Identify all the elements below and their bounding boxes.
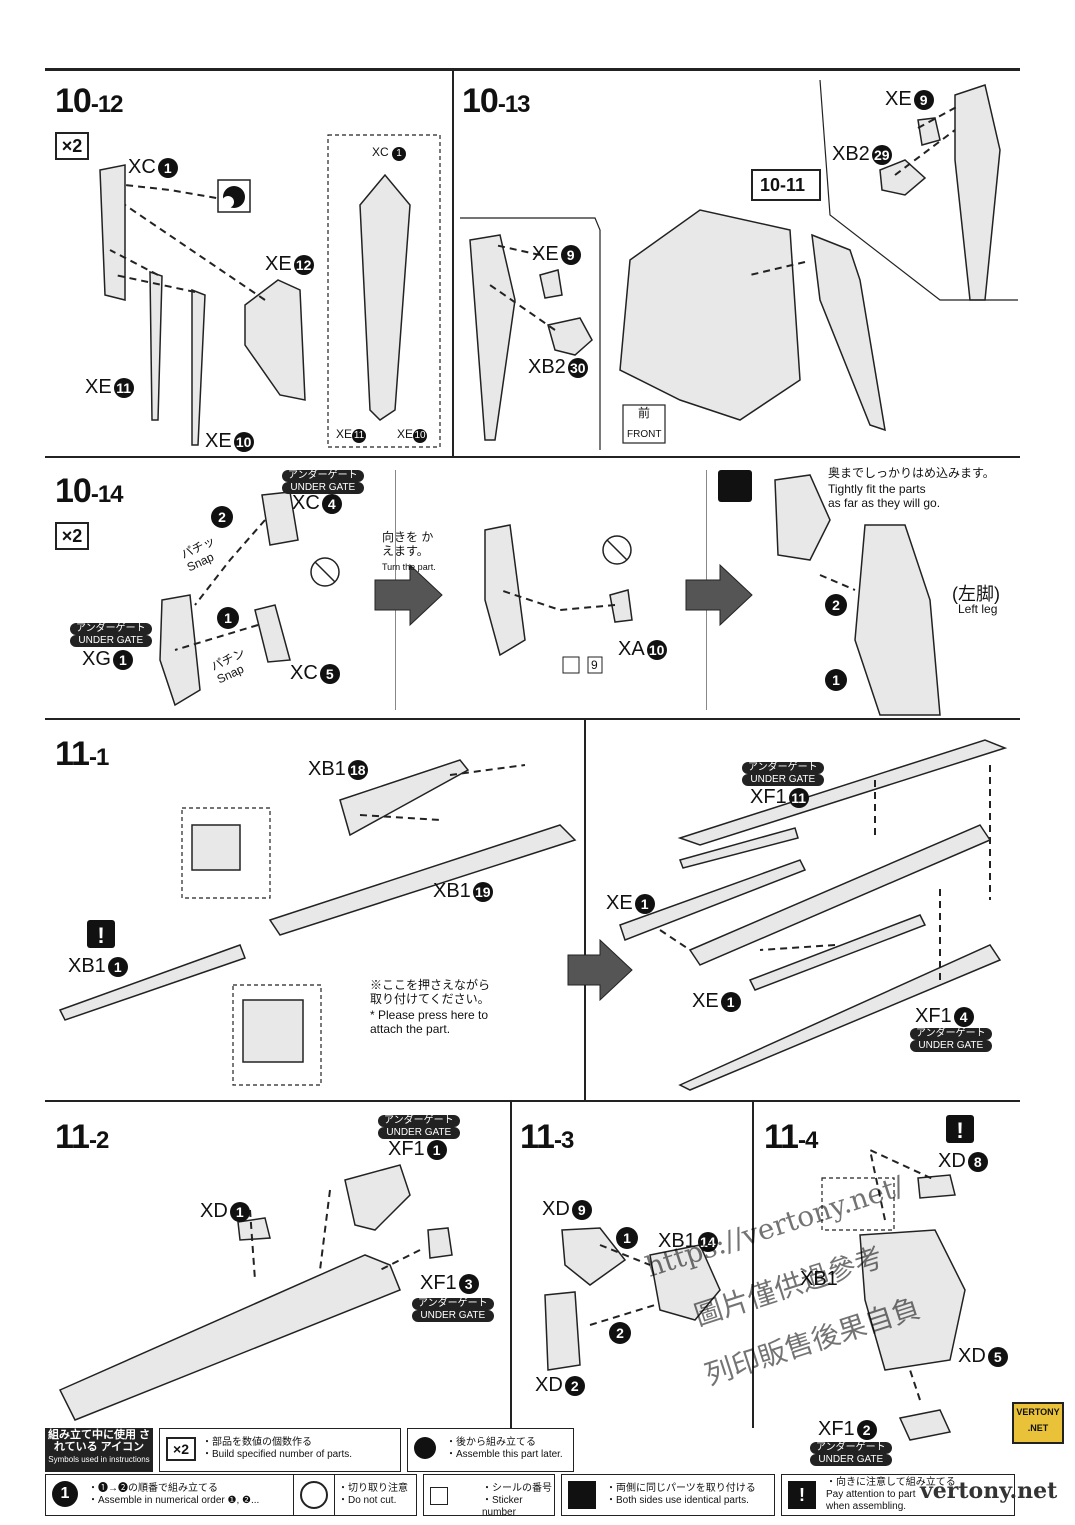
legend-nocut: ・切り取り注意・Do not cut. xyxy=(293,1474,417,1516)
legend-x2-icon: ×2 xyxy=(166,1437,196,1461)
legend-sides: ・両側に同じパーツを取り付ける・Both sides use identical… xyxy=(561,1474,775,1516)
watermark-footer: vertony.net xyxy=(920,1478,1058,1504)
top-rule xyxy=(45,68,1020,71)
step-10-12-title: 10-12 xyxy=(55,82,124,120)
left-leg-en: Left leg xyxy=(958,602,998,616)
vertony-logo: VERTONY.NET xyxy=(1012,1402,1064,1444)
ref-step-10-11: 10-11 xyxy=(760,175,806,195)
svg-text:1: 1 xyxy=(623,1230,631,1246)
rule-row2 xyxy=(45,456,1020,458)
step-10-14-title: 10-14 xyxy=(55,472,124,510)
svg-text:2: 2 xyxy=(832,597,840,613)
sticker-number: 9 xyxy=(591,658,598,672)
turn-part-en: Turn the part. xyxy=(382,562,436,572)
fit-note-jp: 奥までしっかりはめ込みます。 xyxy=(828,466,995,480)
svg-text:2: 2 xyxy=(218,509,226,525)
fit-note-en1: Tightly fit the parts xyxy=(828,482,926,496)
order-icon: 1 xyxy=(52,1481,78,1507)
divider-10-12 xyxy=(452,70,454,456)
rule-row3 xyxy=(45,718,1020,720)
step-10-13-title: 10-13 xyxy=(462,82,531,120)
later-icon xyxy=(414,1437,436,1459)
no-cut-icon xyxy=(300,1481,328,1509)
svg-text:1: 1 xyxy=(832,672,840,688)
legend-multiply: ×2 ・部品を数値の個数作る・Build specified number of… xyxy=(159,1428,401,1472)
rule-row4 xyxy=(45,1100,1020,1102)
step-11-3-title: 11-3 xyxy=(520,1118,574,1156)
svg-text:!: ! xyxy=(956,1118,963,1143)
svg-text:2: 2 xyxy=(616,1325,624,1341)
step-11-2-title: 11-2 xyxy=(55,1118,109,1156)
inset-label-xc1: XC 1 xyxy=(372,145,407,161)
svg-text:!: ! xyxy=(97,923,104,948)
attention-icon: ! xyxy=(788,1481,816,1509)
divider-11-3 xyxy=(752,1102,754,1428)
multiply-2-icon: ×2 xyxy=(55,132,89,160)
turn-part-jp: 向きを かえます。 xyxy=(382,530,434,558)
svg-text:1: 1 xyxy=(224,610,232,626)
legend-order: 1 ・❶→❷の順番で組み立てる・Assemble in numerical or… xyxy=(45,1474,335,1516)
fit-note-en2: as far as they will go. xyxy=(828,496,941,510)
inset-label-xe10: XE10 xyxy=(397,427,428,443)
legend-sticker: ・シールの番号・Sticker number xyxy=(423,1474,555,1518)
divider-11-2 xyxy=(510,1102,512,1428)
label-xb1: XB1 xyxy=(800,1268,838,1290)
front-label-jp: 前 xyxy=(638,406,651,420)
step-11-4-title: 11-4 xyxy=(764,1118,818,1156)
both-sides-icon xyxy=(568,1481,596,1509)
multiply-2-icon-2: ×2 xyxy=(55,522,89,550)
sticker-icon xyxy=(430,1487,448,1505)
front-label-en: FRONT xyxy=(627,429,662,440)
legend-later: ・後から組み立てる・Assemble this part later. xyxy=(407,1428,574,1472)
divider-11-1 xyxy=(584,720,586,1100)
press-note-jp: ※ここを押さえながら取り付けてください。 xyxy=(370,978,491,1006)
step-11-1-title: 11-1 xyxy=(55,735,109,773)
left-leg-jp: (左脚) xyxy=(952,584,1000,604)
